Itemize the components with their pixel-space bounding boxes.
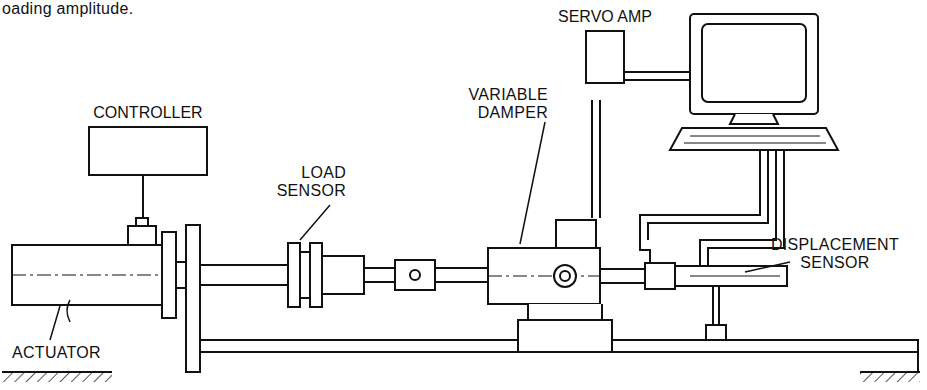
mechanism bbox=[2, 14, 920, 382]
unit-box bbox=[585, 30, 625, 84]
part-label: LOAD SENSOR bbox=[270, 164, 346, 200]
component-label: SERVO AMP bbox=[540, 8, 670, 26]
part-label: DISPLACEMENT SENSOR bbox=[760, 236, 910, 272]
part-label: ACTUATOR bbox=[12, 344, 101, 362]
part-label: VARIABLE DAMPER bbox=[452, 86, 548, 122]
controller-box: CONTROLLER bbox=[88, 104, 208, 176]
servo-amp-box: SERVO AMP bbox=[540, 8, 670, 84]
unit-box bbox=[88, 126, 208, 176]
caption-fragment: oading amplitude. bbox=[2, 0, 133, 18]
component-label: CONTROLLER bbox=[88, 104, 208, 122]
